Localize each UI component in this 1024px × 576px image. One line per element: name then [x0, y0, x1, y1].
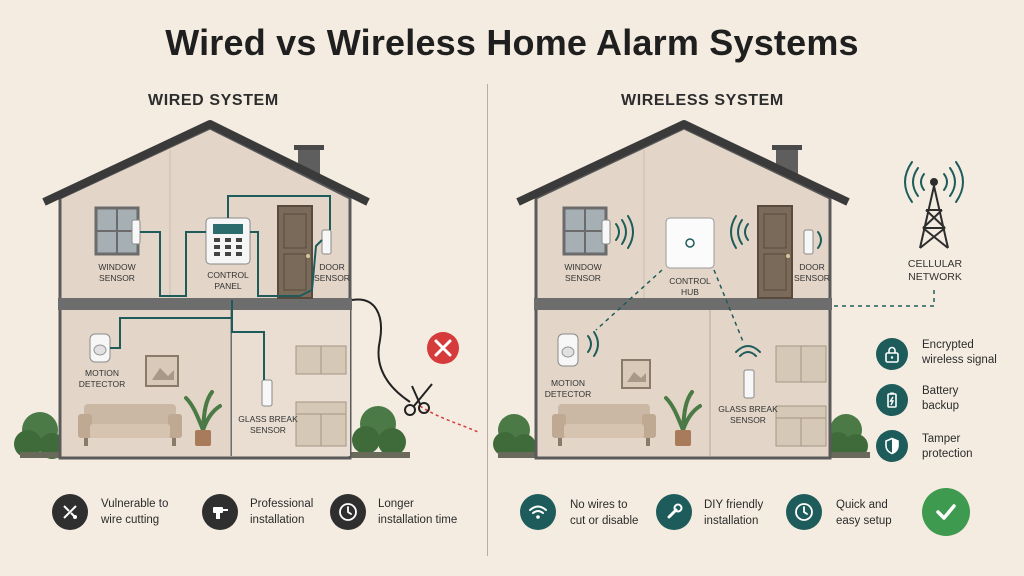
door-icon [277, 205, 313, 299]
shield-icon [885, 437, 899, 455]
window-icon [562, 206, 608, 256]
benefit-wifi-badge [520, 494, 556, 530]
feature-lock-badge [876, 338, 908, 370]
alert-x-icon [427, 332, 459, 364]
kitchen-cabinets-icon [295, 345, 347, 447]
feature-battery-badge [876, 384, 908, 416]
benefit-wrench-badge [656, 494, 692, 530]
page-title: Wired vs Wireless Home Alarm Systems [165, 22, 859, 63]
clock-icon [795, 503, 813, 521]
plant-icon [664, 390, 702, 446]
drawback-cut-badge [52, 494, 88, 530]
motion-detector-device [557, 333, 579, 367]
cut-wire-icon [63, 505, 77, 519]
check-badge [922, 488, 970, 536]
benefit-clock-badge [786, 494, 822, 530]
glass-break-sensor-device [743, 369, 755, 399]
sofa-icon [552, 404, 656, 446]
motion-detector-device [89, 333, 111, 363]
window-sensor-device [601, 219, 611, 245]
tower-signal-icon [904, 161, 964, 203]
window-icon [94, 206, 140, 256]
door-sensor-device [803, 229, 814, 255]
wireless-section-title: WIRELESS SYSTEM [621, 92, 784, 109]
lock-icon [885, 346, 899, 363]
wireless-links [595, 269, 935, 345]
picture-frame-icon [145, 355, 179, 387]
wireless-signal-icon [587, 215, 822, 357]
picture-frame-icon [621, 359, 651, 389]
control-hub-device [665, 217, 715, 269]
wired-section-title: WIRED SYSTEM [148, 92, 279, 109]
drill-icon [213, 507, 228, 519]
cellular-tower-icon [919, 178, 949, 249]
alarm-wiring [110, 195, 331, 380]
sofa-icon [78, 404, 182, 446]
feature-shield-badge [876, 430, 908, 462]
wifi-icon [529, 505, 547, 519]
checkmark-icon [936, 504, 956, 520]
wrench-icon [667, 503, 683, 519]
door-icon [757, 205, 793, 299]
drawback-clock-badge [330, 494, 366, 530]
section-divider [487, 84, 488, 556]
drawback-drill-badge [202, 494, 238, 530]
scissors-icon [404, 383, 433, 416]
glass-break-sensor-device [261, 379, 273, 407]
control-panel-device [205, 217, 251, 265]
door-sensor-device [321, 229, 332, 255]
clock-icon [339, 503, 357, 521]
battery-icon [887, 392, 897, 408]
plant-icon [184, 390, 222, 446]
kitchen-cabinets-icon [775, 345, 827, 447]
